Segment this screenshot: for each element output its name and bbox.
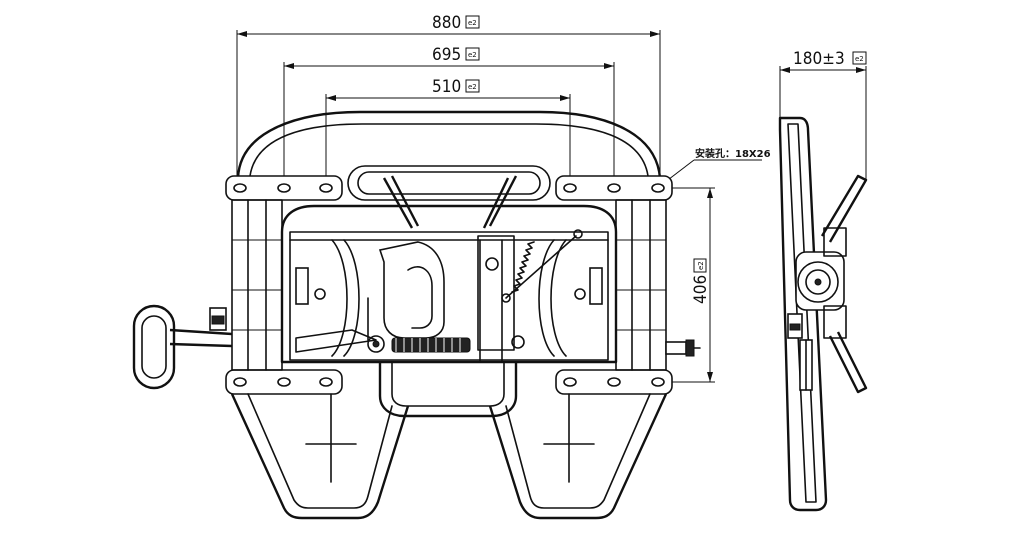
right-jaw xyxy=(550,239,567,357)
left-side-frame xyxy=(231,199,283,371)
dimension-880-label: 880 xyxy=(432,13,461,33)
side-view xyxy=(778,116,868,512)
tolerance-box-406: e2 xyxy=(697,261,705,270)
dimension-510-label: 510 xyxy=(432,77,461,97)
top-plate-outline xyxy=(236,110,662,179)
dimension-695-label: 695 xyxy=(432,45,461,65)
tolerance-box-510: e2 xyxy=(468,83,477,91)
mounting-bar-top-right xyxy=(555,175,673,201)
release-handle xyxy=(132,304,233,390)
tolerance-box-880: e2 xyxy=(468,19,477,27)
dimension-406: 406 e2 xyxy=(668,187,715,383)
top-view xyxy=(132,110,701,520)
dimension-180-label: 180±3 xyxy=(793,49,845,69)
tolerance-box-180: e2 xyxy=(855,55,864,63)
mounting-hole-label: 安装孔：18X26 xyxy=(695,147,771,160)
horizontal-spring xyxy=(367,335,471,353)
right-bolt xyxy=(665,339,701,357)
top-slot xyxy=(347,165,551,201)
right-side-frame xyxy=(615,199,667,371)
throat xyxy=(378,362,518,418)
mounting-bar-bottom-left xyxy=(225,369,343,395)
guide-bar-left xyxy=(382,177,414,229)
left-ramp xyxy=(230,393,410,520)
lock-housing xyxy=(378,241,445,339)
dimension-880: 880 e2 xyxy=(236,13,661,180)
mounting-bar-bottom-right xyxy=(555,369,673,395)
central-frame xyxy=(280,204,618,364)
diagonal-spring xyxy=(501,229,583,303)
side-plate xyxy=(778,116,828,512)
dimension-406-label: 406 xyxy=(691,275,711,304)
dimension-180: 180±3 e2 xyxy=(779,49,867,180)
guide-bar-right xyxy=(482,177,510,229)
mounting-bar-top-left xyxy=(225,175,343,201)
dimension-510: 510 e2 xyxy=(325,77,571,180)
dimension-695: 695 e2 xyxy=(283,45,615,180)
mounting-holes xyxy=(233,183,665,387)
tolerance-box-695: e2 xyxy=(468,51,477,59)
mounting-hole-note: 安装孔：18X26 xyxy=(659,147,771,187)
right-ramp xyxy=(488,393,668,520)
left-jaw xyxy=(331,239,348,357)
